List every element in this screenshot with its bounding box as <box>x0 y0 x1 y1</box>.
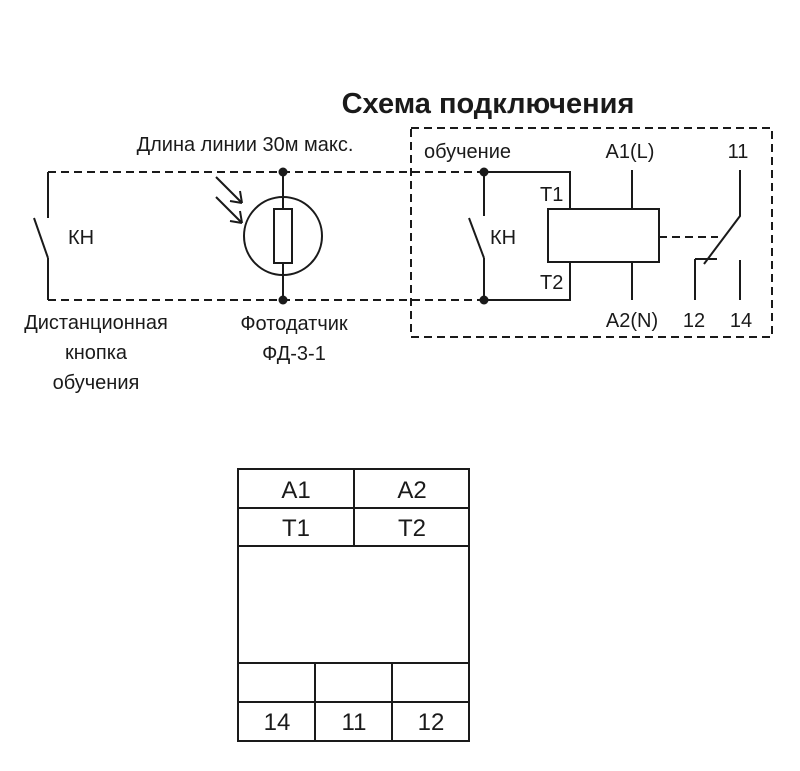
contact-14-label: 14 <box>730 310 752 332</box>
learning-button-symbol <box>468 172 485 300</box>
layout-a2-cell: A2 <box>397 477 426 504</box>
changeover-contact <box>694 170 741 300</box>
remote-button-caption-line1: Дистанционная <box>24 312 168 334</box>
line-length-note: Длина линии 30м макс. <box>137 134 354 156</box>
photo-sensor-caption-line1: Фотодатчик <box>240 313 348 335</box>
layout-11-cell: 11 <box>342 709 367 736</box>
contact-12-label: 12 <box>683 310 705 332</box>
relay-coil-block <box>547 208 660 263</box>
remote-button-symbol <box>33 172 49 300</box>
layout-t1-cell: T1 <box>282 515 310 542</box>
terminal-t2-label: T2 <box>540 272 563 294</box>
layout-12-cell: 12 <box>418 709 445 736</box>
layout-a1-cell: A1 <box>281 477 310 504</box>
remote-button-caption-line3: обучения <box>53 372 140 394</box>
sensor-top-junction <box>278 167 288 177</box>
terminal-t1-label: T1 <box>540 184 563 206</box>
sensor-bottom-junction <box>278 295 288 305</box>
layout-14-cell: 14 <box>264 709 291 736</box>
remote-button-caption-line2: кнопка <box>65 342 128 364</box>
diagram-title: Схема подключения <box>342 88 635 120</box>
remote-button-label: КН <box>68 227 94 249</box>
terminal-layout <box>237 468 470 742</box>
photo-sensor-caption-line2: ФД-3-1 <box>262 343 326 365</box>
learning-label: обучение <box>424 141 511 163</box>
terminal-a2-label: A2(N) <box>606 310 658 332</box>
photo-sensor-symbol <box>215 172 323 300</box>
layout-t2-cell: T2 <box>398 515 426 542</box>
learning-button-label: КН <box>490 227 516 249</box>
terminal-a1-label: A1(L) <box>606 141 655 163</box>
contact-11-label: 11 <box>728 141 749 163</box>
